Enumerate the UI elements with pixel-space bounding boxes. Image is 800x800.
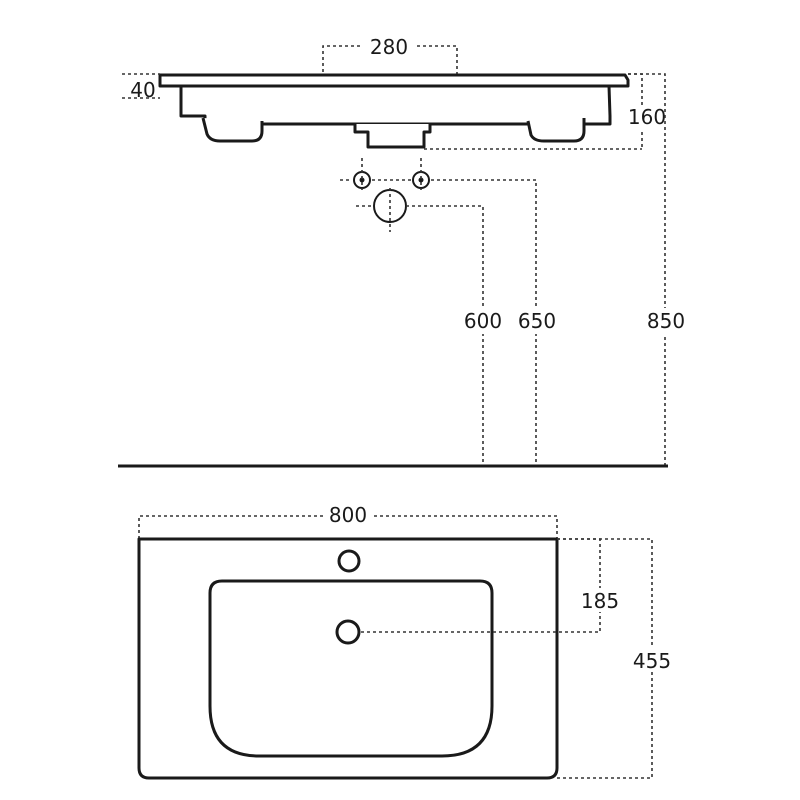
side-elevation-view: 280 40 160 850 bbox=[118, 34, 688, 468]
depth-label: 455 bbox=[633, 649, 671, 673]
basin-bowl-outline bbox=[208, 579, 494, 758]
tap-hole-spacing-label: 280 bbox=[370, 35, 408, 59]
slab-thickness-dimension-line bbox=[122, 73, 160, 99]
total-height-dimension-line bbox=[628, 73, 666, 466]
waste-height-label: 600 bbox=[464, 309, 502, 333]
width-label: 800 bbox=[329, 503, 367, 527]
waste-crosshair-lines bbox=[356, 188, 391, 232]
cold-water-supply-icon bbox=[353, 171, 371, 189]
total-height-label: 850 bbox=[647, 309, 685, 333]
supply-height-label: 650 bbox=[518, 309, 556, 333]
hot-water-supply-icon bbox=[412, 171, 430, 189]
waste-height-dimension-line bbox=[406, 205, 484, 466]
basin-depth-label: 160 bbox=[628, 105, 666, 129]
waste-offset-label: 185 bbox=[581, 589, 619, 613]
width-dimension-line bbox=[138, 515, 558, 539]
drain-hole-icon bbox=[335, 619, 361, 645]
top-plan-view: 800 185 455 bbox=[137, 502, 672, 780]
tap-hole-icon bbox=[337, 549, 361, 573]
basin-left-foot bbox=[201, 117, 264, 143]
basin-slab bbox=[158, 73, 630, 88]
waste-outlet bbox=[353, 124, 432, 149]
slab-thickness-label: 40 bbox=[130, 78, 155, 102]
basin-bowl-profile bbox=[179, 84, 612, 126]
waste-offset-dimension-line bbox=[360, 538, 601, 633]
supply-crosshair-lines bbox=[340, 158, 422, 190]
basin-right-foot bbox=[526, 118, 586, 143]
basin-outer-outline bbox=[137, 537, 559, 780]
supply-height-dimension-line bbox=[431, 179, 537, 466]
